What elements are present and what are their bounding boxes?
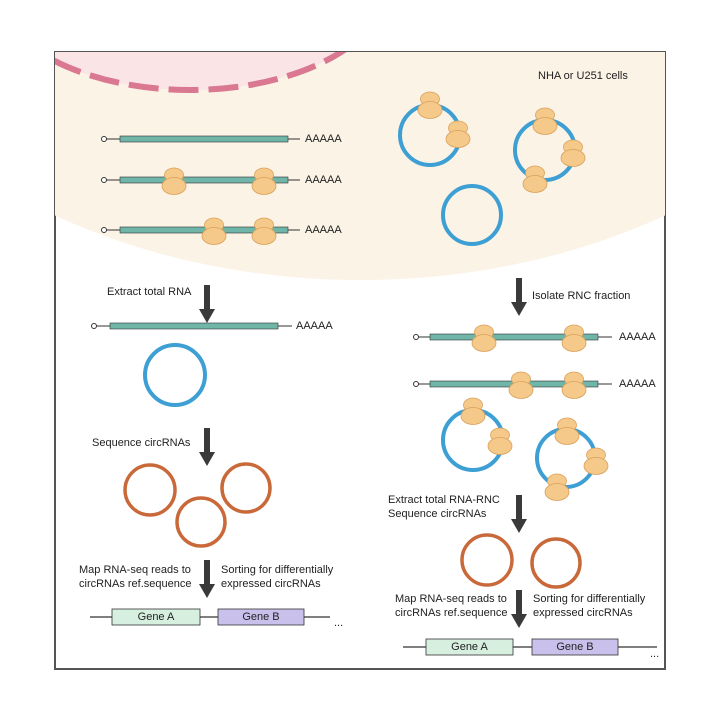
ribosome bbox=[532, 107, 558, 135]
right-gene-b-label: Gene B bbox=[556, 641, 594, 653]
ribosome bbox=[487, 427, 513, 455]
ribosome bbox=[554, 417, 580, 445]
ribosome bbox=[161, 167, 187, 195]
right-gene-a-label: Gene A bbox=[451, 641, 488, 653]
gene-b-box bbox=[217, 608, 305, 626]
polya-tail: AAAAA bbox=[305, 224, 342, 236]
left-gene-a-label: Gene A bbox=[137, 611, 175, 623]
polya-tail: AAAAA bbox=[296, 320, 333, 332]
ribosome bbox=[201, 217, 227, 245]
circrna-cell-1 bbox=[398, 91, 471, 167]
circrna-cell-2 bbox=[513, 107, 586, 193]
mrna-cell-2 bbox=[101, 167, 300, 195]
gene-a-box bbox=[111, 608, 201, 626]
step-extract-rnc-line1: Extract total RNA-RNC bbox=[388, 494, 500, 506]
polya-tail: AAAAA bbox=[619, 331, 656, 343]
step-isolate-rnc: Isolate RNC fraction bbox=[532, 290, 631, 302]
ribosome bbox=[561, 324, 587, 352]
ribosome bbox=[522, 165, 548, 193]
right-ellipsis: ... bbox=[650, 648, 660, 660]
circrna-sequenced bbox=[123, 463, 177, 517]
cell-label: NHA or U251 cells bbox=[538, 70, 628, 82]
circrna-sequenced bbox=[220, 462, 272, 514]
gene-b-box bbox=[531, 638, 619, 656]
ribosome bbox=[251, 167, 277, 195]
mrna-cell-3 bbox=[101, 217, 300, 245]
step-extract-rnc-line2: Sequence circRNAs bbox=[388, 508, 487, 520]
right-map-line1: Map RNA-seq reads to bbox=[395, 593, 507, 605]
mrna-extracted bbox=[91, 322, 292, 330]
nucleus bbox=[55, 52, 347, 93]
ribosome bbox=[508, 371, 534, 399]
ribosome bbox=[460, 397, 486, 425]
left-map-line1: Map RNA-seq reads to bbox=[79, 564, 191, 576]
step-sequence-circrnas: Sequence circRNAs bbox=[92, 437, 191, 449]
gene-a-box bbox=[425, 638, 514, 656]
ribosome bbox=[251, 217, 277, 245]
circrna-rnc-sequenced bbox=[460, 533, 514, 587]
polya-tail: AAAAA bbox=[305, 174, 342, 186]
ribosome bbox=[544, 473, 570, 501]
polya-tail: AAAAA bbox=[619, 378, 656, 390]
ribosome bbox=[561, 371, 587, 399]
right-sort-line1: Sorting for differentially bbox=[533, 593, 646, 605]
left-sort-line1: Sorting for differentially bbox=[221, 564, 334, 576]
ribosome bbox=[417, 91, 443, 119]
step-extract-total-rna: Extract total RNA bbox=[107, 286, 192, 298]
mrna-rnc-2 bbox=[413, 371, 612, 399]
circrna-extracted bbox=[143, 343, 207, 407]
polya-tail: AAAAA bbox=[305, 133, 342, 145]
mrna-rnc-1 bbox=[413, 324, 612, 352]
circrna-rnc-1 bbox=[441, 397, 513, 472]
ribosome bbox=[560, 139, 586, 167]
left-gene-b-label: Gene B bbox=[242, 611, 280, 623]
left-map-line2: circRNAs ref.sequence bbox=[79, 578, 192, 590]
mrna-cell-1 bbox=[101, 135, 300, 143]
right-map-line2: circRNAs ref.sequence bbox=[395, 607, 508, 619]
ribosome bbox=[445, 120, 471, 148]
circrna-sequenced bbox=[175, 496, 227, 548]
ribosome bbox=[583, 447, 609, 475]
circrna-rnc-2 bbox=[535, 417, 609, 501]
left-sort-line2: expressed circRNAs bbox=[221, 578, 321, 590]
circrna-rnc-sequenced bbox=[530, 537, 582, 589]
ribosome bbox=[471, 324, 497, 352]
circrna-cell-3 bbox=[441, 184, 503, 246]
left-ellipsis: ... bbox=[334, 617, 344, 629]
right-sort-line2: expressed circRNAs bbox=[533, 607, 633, 619]
